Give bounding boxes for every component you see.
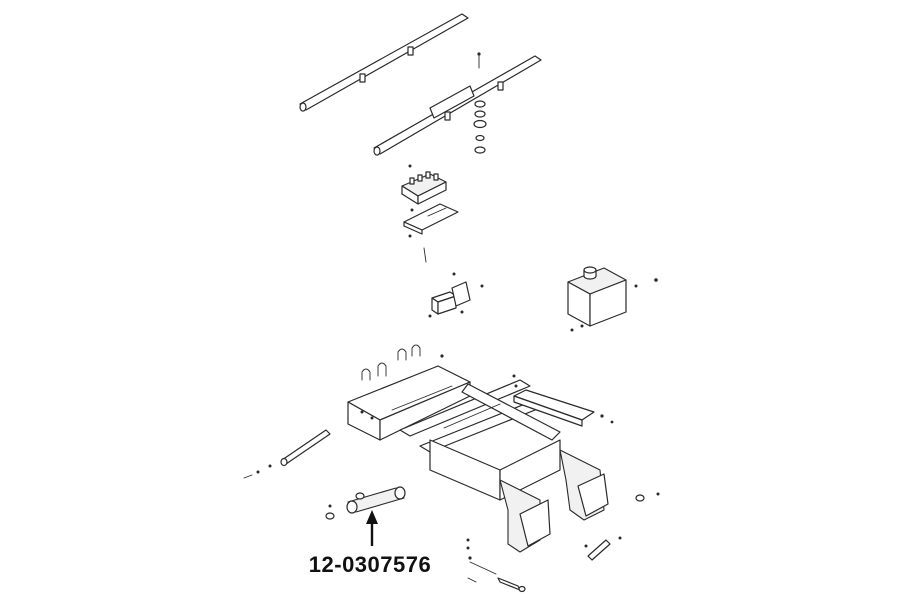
cylinder-part — [325, 486, 406, 520]
callout-arrow — [366, 510, 378, 546]
part-number-label: 12-0307576 — [308, 552, 432, 577]
mounting-plate — [403, 203, 459, 263]
hydraulic-tank — [567, 266, 658, 332]
u-bolts — [361, 344, 444, 381]
lower-rail — [373, 55, 542, 156]
side-arm — [512, 374, 614, 427]
main-frame — [347, 365, 609, 553]
small-bracket — [428, 272, 484, 318]
upper-rail — [299, 13, 469, 112]
control-valve-block — [401, 164, 447, 205]
bottom-hardware — [466, 492, 660, 593]
long-pin — [243, 429, 331, 479]
fastener-stack-top — [473, 52, 487, 154]
